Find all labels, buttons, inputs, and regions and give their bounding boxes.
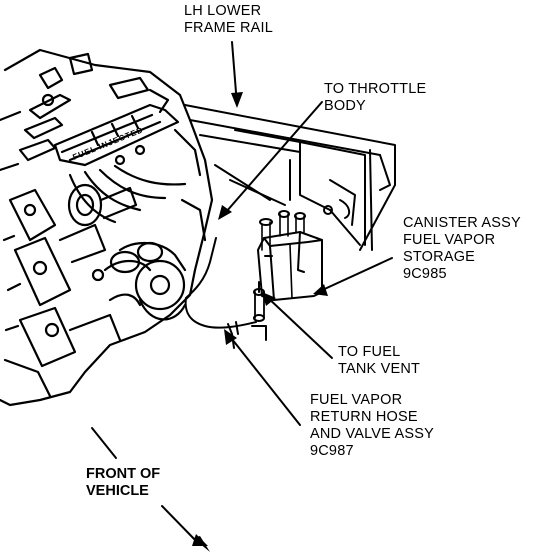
arrowhead-canister bbox=[313, 284, 328, 296]
arrowhead-throttle-body bbox=[218, 205, 232, 220]
label-canister-line-2: FUEL VAPOR bbox=[403, 232, 496, 248]
arrowhead-frame-rail bbox=[231, 92, 243, 108]
arrowhead-return-hose bbox=[224, 329, 237, 345]
leader-lines bbox=[91, 41, 393, 552]
label-canister: CANISTER ASSY FUEL VAPOR STORAGE 9C985 bbox=[403, 215, 521, 283]
label-canister-line-4: 9C985 bbox=[403, 266, 447, 282]
label-throttle-body-line-1: TO THROTTLE bbox=[324, 81, 427, 97]
leader-throttle-body bbox=[225, 101, 323, 213]
leader-canister bbox=[317, 257, 393, 293]
label-return-hose: FUEL VAPOR RETURN HOSE AND VALVE ASSY 9C… bbox=[310, 392, 434, 460]
label-tank-vent: TO FUEL TANK VENT bbox=[338, 344, 420, 378]
label-front-line-2: VEHICLE bbox=[86, 483, 149, 499]
label-front-of-vehicle: FRONT OF VEHICLE bbox=[86, 466, 160, 500]
label-front-line-1: FRONT OF bbox=[86, 466, 161, 482]
label-tank-vent-line-1: TO FUEL bbox=[338, 344, 401, 360]
label-throttle-body: TO THROTTLE BODY bbox=[324, 81, 426, 115]
label-canister-line-1: CANISTER ASSY bbox=[403, 215, 521, 231]
label-return-hose-line-3: AND VALVE ASSY bbox=[310, 426, 434, 442]
frame-rail-drawing bbox=[184, 104, 396, 251]
engine-drawing bbox=[0, 48, 214, 407]
return-hose-drawing bbox=[184, 237, 257, 349]
label-frame-rail-line-2: FRAME RAIL bbox=[184, 20, 274, 36]
label-tank-vent-line-2: TANK VENT bbox=[338, 361, 421, 377]
arrow-front-upper bbox=[91, 427, 117, 459]
label-frame-rail: LH LOWER FRAME RAIL bbox=[184, 3, 273, 37]
label-canister-line-3: STORAGE bbox=[403, 249, 476, 265]
label-return-hose-line-1: FUEL VAPOR bbox=[310, 392, 403, 408]
label-return-hose-line-4: 9C987 bbox=[310, 443, 354, 459]
canister-drawing bbox=[251, 210, 323, 341]
label-throttle-body-line-2: BODY bbox=[324, 98, 366, 114]
leader-tank-vent bbox=[265, 295, 333, 359]
label-return-hose-line-2: RETURN HOSE bbox=[310, 409, 418, 425]
leader-return-hose bbox=[227, 333, 301, 426]
arrowhead-tank-vent bbox=[262, 292, 276, 306]
label-frame-rail-line-1: LH LOWER bbox=[184, 3, 262, 19]
